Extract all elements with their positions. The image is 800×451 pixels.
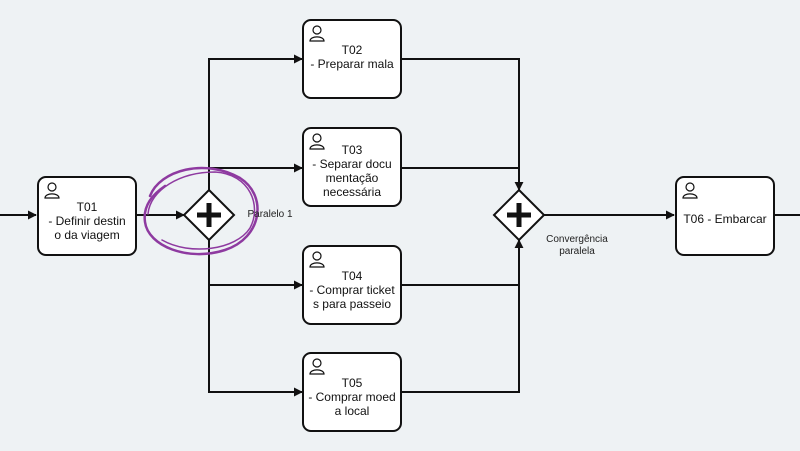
- user-icon: [309, 25, 325, 42]
- task-t04-label: T04 - Comprar ticket s para passeio: [309, 269, 395, 311]
- user-icon: [309, 251, 325, 268]
- task-t01-label: T01 - Definir destin o da viagem: [48, 200, 126, 242]
- user-icon: [309, 358, 325, 375]
- gateway-split-label: Paralelo 1: [247, 209, 293, 220]
- flow-t05-to-join[interactable]: [402, 239, 524, 393]
- user-icon: [309, 133, 325, 150]
- user-icon: [44, 182, 60, 199]
- gateway-join-label: Convergência paralela: [546, 234, 608, 257]
- task-t02-label: T02 - Preparar mala: [310, 43, 394, 71]
- task-t05[interactable]: T05 - Comprar moed a local: [302, 352, 402, 432]
- task-t01[interactable]: T01 - Definir destin o da viagem: [37, 176, 137, 256]
- parallel-plus-icon: [507, 203, 531, 227]
- highlight-ellipse: [143, 166, 259, 256]
- task-t03-label: T03 - Separar docu mentação necessária: [312, 143, 392, 199]
- task-t06[interactable]: T06 - Embarcar: [675, 176, 775, 256]
- parallel-plus-icon: [197, 203, 221, 227]
- flow-split-to-t04[interactable]: [208, 240, 303, 290]
- task-t06-label: T06 - Embarcar: [683, 212, 767, 226]
- task-t03[interactable]: T03 - Separar docu mentação necessária: [302, 127, 402, 207]
- flow-t02-to-join[interactable]: [402, 58, 524, 191]
- task-t02[interactable]: T02 - Preparar mala: [302, 19, 402, 99]
- gateway-split[interactable]: [182, 188, 236, 242]
- task-t05-label: T05 - Comprar moed a local: [308, 376, 396, 418]
- flow-split-to-t02[interactable]: [208, 54, 303, 190]
- gateway-join[interactable]: [492, 188, 546, 242]
- flow-split-to-t05[interactable]: [208, 285, 303, 397]
- user-icon: [682, 182, 698, 199]
- task-t04[interactable]: T04 - Comprar ticket s para passeio: [302, 245, 402, 325]
